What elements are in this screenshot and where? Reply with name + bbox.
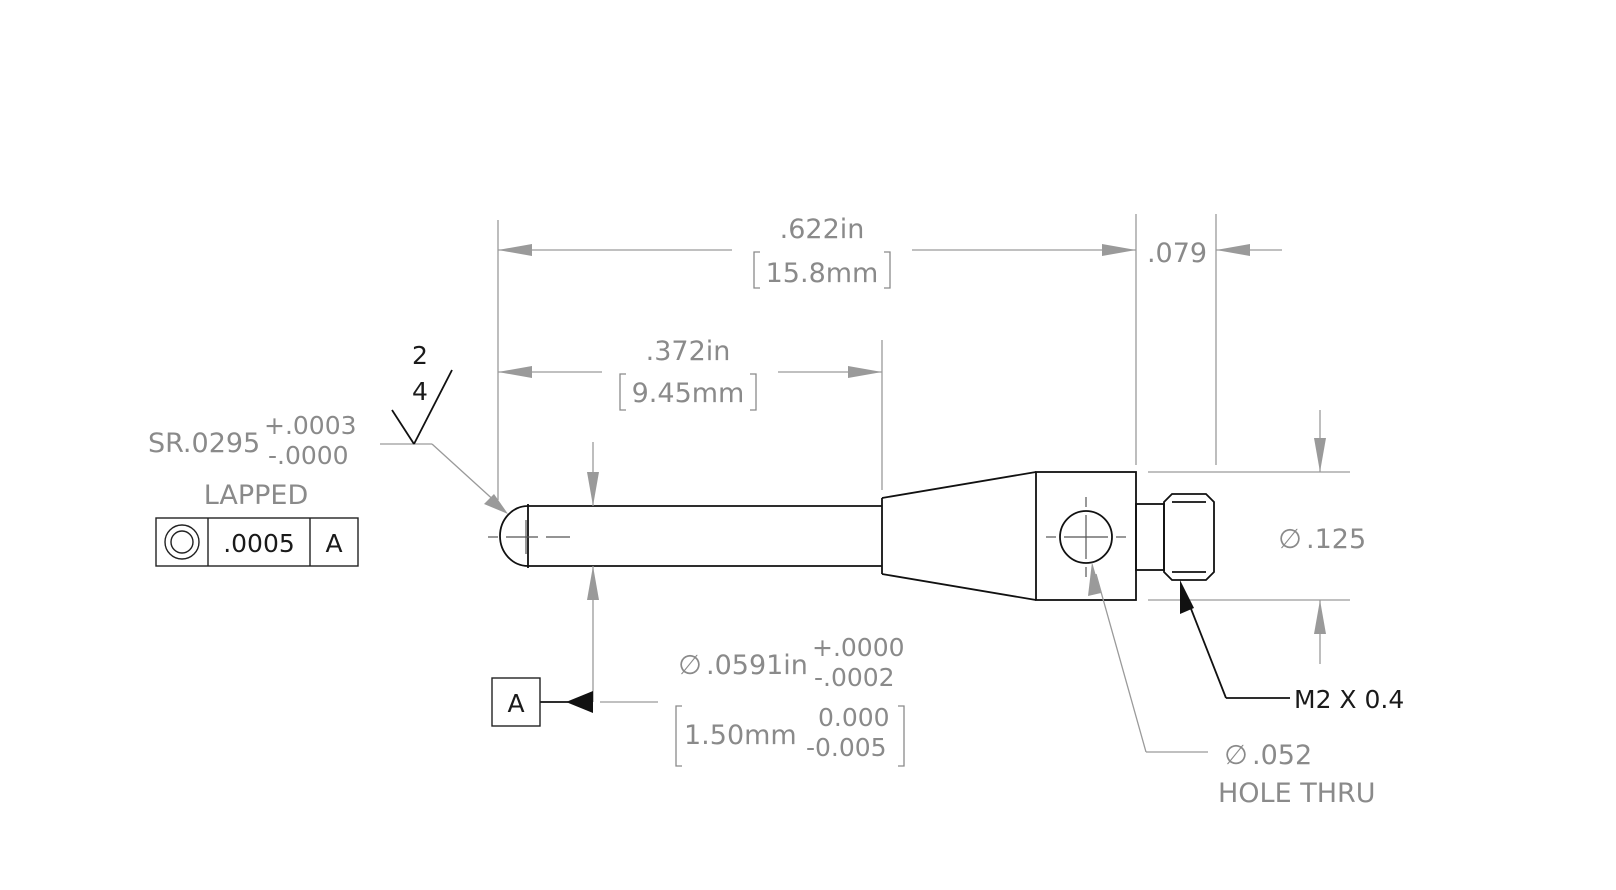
shank-length-dimension: .372in 9.45mm xyxy=(498,336,883,490)
overall-length-inch: .622in xyxy=(780,214,865,245)
cross-hole xyxy=(1059,510,1113,564)
stem-diameter-inch: .0591in xyxy=(706,650,808,681)
overall-length-dimension: .622in 15.8mm xyxy=(497,214,1137,500)
diameter-symbol-stem: ∅ xyxy=(678,650,702,681)
tip-tol-plus: +.0003 xyxy=(264,411,357,440)
stem-tol-plus-inch: +.0000 xyxy=(812,633,905,662)
taper-top-edge xyxy=(881,471,1037,499)
overall-length-mm: 15.8mm xyxy=(766,258,879,289)
hole-diameter-value: .052 xyxy=(1252,740,1312,771)
datum-letter: A xyxy=(507,689,524,718)
stem-tol-minus-inch: -.0002 xyxy=(814,663,895,692)
thread-spec: M2 X 0.4 xyxy=(1294,685,1404,714)
tolerance-value: .0005 xyxy=(223,529,295,558)
thread-callout: M2 X 0.4 xyxy=(1180,580,1404,714)
thread-neck xyxy=(1135,503,1165,571)
tolerance-datum: A xyxy=(325,529,342,558)
stem-diameter-dimension: ∅ .0591in +.0000 -.0002 1.50mm 0.000 -0.… xyxy=(587,442,905,767)
surface-finish-symbol: 2 4 xyxy=(391,341,453,445)
shank-length-inch: .372in xyxy=(646,336,731,367)
tip-finish-note: LAPPED xyxy=(204,480,309,511)
datum-feature-symbol: A xyxy=(491,677,593,727)
threaded-stud xyxy=(1163,493,1215,581)
body-diameter-value: .125 xyxy=(1306,524,1366,555)
stylus-part-outline xyxy=(499,471,1215,601)
center-marks xyxy=(488,497,1126,577)
thread-length-value: .079 xyxy=(1147,238,1207,269)
ruby-ball-tip xyxy=(499,505,529,567)
taper-bottom-edge xyxy=(881,573,1037,601)
body-diameter-dimension: ∅ .125 xyxy=(1148,410,1366,664)
feature-control-frame: .0005 A xyxy=(155,517,359,567)
surface-finish-bottom: 4 xyxy=(412,377,428,406)
diameter-symbol-body: ∅ xyxy=(1278,524,1302,555)
stem-tol-plus-mm: 0.000 xyxy=(818,703,890,732)
concentricity-icon xyxy=(164,524,200,560)
surface-finish-top: 2 xyxy=(412,341,428,370)
stem-diameter-mm: 1.50mm xyxy=(684,720,797,751)
tip-radius-callout: SR.0295 +.0003 -.0000 LAPPED xyxy=(148,411,508,514)
stem-tol-minus-mm: -0.005 xyxy=(806,733,887,762)
diameter-symbol-hole: ∅ xyxy=(1224,740,1248,771)
tip-tol-minus: -.0000 xyxy=(268,441,349,470)
hole-note: HOLE THRU xyxy=(1218,778,1376,809)
hole-callout: ∅ .052 HOLE THRU xyxy=(1088,562,1376,809)
shank-length-mm: 9.45mm xyxy=(632,378,745,409)
tip-radius-value: SR.0295 xyxy=(148,428,260,459)
thread-length-dimension: .079 xyxy=(1147,214,1282,465)
